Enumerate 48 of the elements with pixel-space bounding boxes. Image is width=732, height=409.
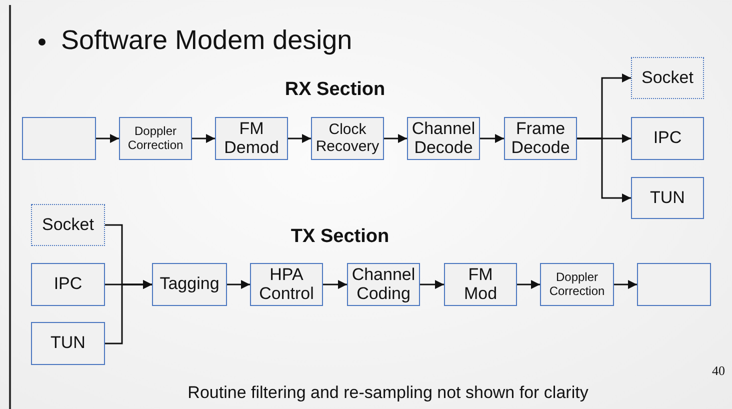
arrow	[288, 134, 311, 143]
block-label: HPA Control	[258, 266, 314, 304]
slide-title: Software Modem design	[61, 25, 352, 56]
process-box	[631, 57, 704, 99]
arrow	[105, 280, 152, 344]
block-label: TUN	[50, 334, 86, 353]
arrow	[614, 280, 637, 289]
caption: Routine filtering and re-sampling not shown for clarity	[188, 383, 588, 403]
arrow	[192, 134, 215, 143]
arrow	[420, 280, 444, 289]
process-box	[31, 322, 105, 365]
block-label: TUN	[650, 188, 685, 208]
block-label: IPC	[653, 129, 682, 148]
arrow	[323, 280, 347, 289]
block-label: Channel Decode	[410, 120, 476, 158]
block-label: Socket	[42, 216, 94, 234]
section-heading: RX Section	[284, 79, 386, 101]
process-box	[250, 263, 323, 306]
block-label: Tagging	[160, 275, 220, 294]
process-box	[152, 263, 227, 306]
block-label: FM Demod	[223, 120, 280, 158]
process-box	[444, 263, 517, 306]
block-label: Socket	[642, 68, 694, 88]
process-box	[504, 117, 577, 160]
process-box	[215, 117, 288, 160]
block-label: Doppler Correction	[126, 125, 184, 152]
process-box	[119, 117, 192, 160]
page-number: 40	[712, 363, 725, 379]
process-box	[31, 263, 105, 306]
process-box	[631, 177, 704, 219]
block-label: FM Mod	[462, 266, 498, 304]
process-box	[631, 117, 704, 160]
arrow	[384, 134, 407, 143]
block-label: Channel Coding	[350, 266, 416, 304]
arrow	[577, 138, 631, 202]
arrow	[227, 280, 250, 289]
section-heading: TX Section	[290, 226, 390, 248]
arrow	[480, 134, 504, 143]
block-label: IPC	[54, 275, 82, 294]
block-label: Clock Recovery	[314, 122, 380, 155]
process-box	[540, 263, 614, 306]
arrow	[96, 134, 119, 143]
box-shape	[22, 117, 96, 160]
block-label: Frame Decode	[510, 120, 571, 158]
process-box	[31, 204, 105, 246]
block-label: Doppler Correction	[548, 271, 606, 298]
box-shape	[637, 263, 711, 306]
arrow	[517, 280, 540, 289]
